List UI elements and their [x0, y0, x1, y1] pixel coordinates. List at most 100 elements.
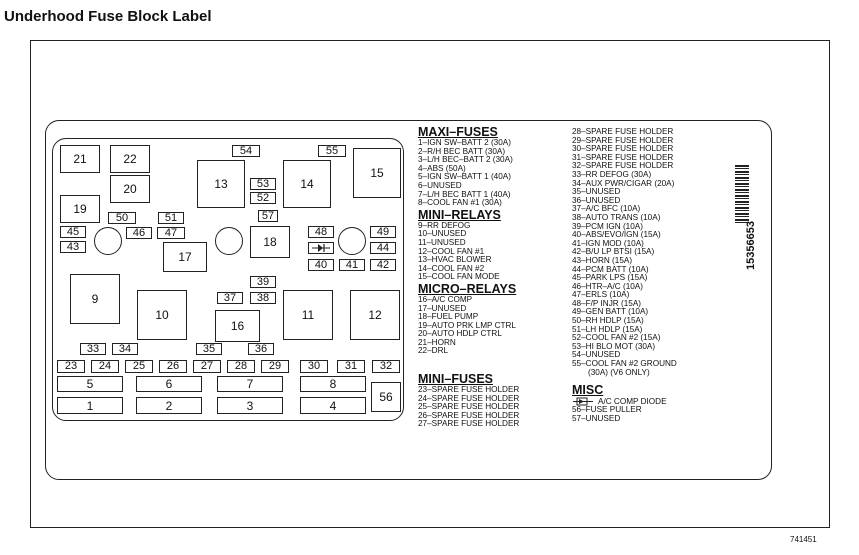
relay-12: 12: [350, 290, 400, 340]
fuse-27: 27: [193, 360, 221, 373]
fuse-39: 39: [250, 276, 276, 288]
fuse-label-panel: [45, 120, 772, 480]
fuse-26: 26: [159, 360, 187, 373]
relay-22: 22: [110, 145, 150, 173]
relay-20: 20: [110, 175, 150, 203]
fuse-37: 37: [217, 292, 243, 304]
relay-21: 21: [60, 145, 100, 173]
legend-item: 34–AUX PWR/CIGAR (20A): [572, 178, 675, 188]
legend-item: 12–COOL FAN #1: [418, 246, 485, 256]
fuse-53: 53: [250, 178, 276, 190]
maxi-fuse-2: 2: [136, 397, 202, 414]
relay-10: 10: [137, 290, 187, 340]
legend-item: 27–SPARE FUSE HOLDER: [418, 419, 520, 429]
legend-item: 3–L/H BEC–BATT 2 (30A): [418, 155, 513, 165]
legend-item: 9–RR DEFOG: [418, 220, 471, 230]
legend-item: 15–COOL FAN MODE: [418, 272, 500, 282]
legend-item: 8–COOL FAN #1 (30A): [418, 198, 502, 208]
fuse-puller-56: 56: [371, 382, 401, 412]
relay-14: 14: [283, 160, 331, 208]
legend-item: 54–UNUSED: [572, 350, 621, 360]
fuse-42: 42: [370, 259, 396, 271]
legend-item: 52–COOL FAN #2 (15A): [572, 333, 661, 343]
legend-item: (30A) (V6 ONLY): [588, 367, 650, 377]
fuse-23: 23: [57, 360, 85, 373]
fuse-48: 48: [308, 226, 334, 238]
legend-item: 47–ERLS (10A): [572, 290, 630, 300]
relay-11: 11: [283, 290, 333, 340]
legend-item: 44–PCM BATT (10A): [572, 264, 649, 274]
legend-left: MAXI–FUSES 1–IGN SW–BATT 2 (30A) 2–R/H B…: [418, 125, 519, 429]
mini-fuses-heading: MINI–FUSES: [418, 372, 494, 387]
fuse-41: 41: [339, 259, 365, 271]
legend-item: 24–SPARE FUSE HOLDER: [418, 393, 520, 403]
legend-item: 18–FUEL PUMP: [418, 312, 479, 322]
legend-item: 48–F/P INJR (15A): [572, 298, 642, 308]
fuse-43: 43: [60, 241, 86, 253]
maxi-fuses-heading: MAXI–FUSES: [418, 125, 498, 139]
fuse-49: 49: [370, 226, 396, 238]
maxi-fuse-5: 5: [57, 376, 123, 392]
mini-relays-heading: MINI–RELAYS: [418, 207, 501, 222]
fuse-29: 29: [261, 360, 289, 373]
legend-item: 22–DRL: [418, 346, 449, 356]
legend-item: 2–R/H BEC BATT (30A): [418, 146, 506, 156]
relay-socket-center: [215, 227, 243, 255]
fuse-57: 57: [258, 210, 278, 222]
micro-relays-heading: MICRO–RELAYS: [418, 281, 517, 296]
legend-item: 5–IGN SW–BATT 1 (40A): [418, 172, 511, 182]
barcode: [735, 165, 749, 225]
legend-item: 13–HVAC BLOWER: [418, 255, 492, 265]
legend-item: 17–UNUSED: [418, 303, 467, 313]
maxi-fuse-3: 3: [217, 397, 283, 414]
maxi-fuse-7: 7: [217, 376, 283, 392]
fuse-45: 45: [60, 226, 86, 238]
misc-diode-row: A/C COMP DIODE: [572, 397, 677, 406]
maxi-fuse-1: 1: [57, 397, 123, 414]
fuse-33: 33: [80, 343, 106, 355]
legend-item: 10–UNUSED: [418, 229, 467, 239]
legend-item: 49–GEN BATT (10A): [572, 307, 649, 317]
fuse-36: 36: [248, 343, 274, 355]
legend-item: 6–UNUSED: [418, 180, 462, 190]
fuse-44: 44: [370, 242, 396, 254]
legend-item: 39–PCM IGN (10A): [572, 221, 643, 231]
fuse-24: 24: [91, 360, 119, 373]
legend-item: 37–A/C BFC (10A): [572, 204, 641, 214]
legend-item: 51–LH HDLP (15A): [572, 324, 643, 334]
legend-item: 1–IGN SW–BATT 2 (30A): [418, 138, 511, 147]
diode-slot: [308, 242, 334, 254]
fuse-25: 25: [125, 360, 153, 373]
misc-heading: MISC: [572, 383, 604, 398]
legend-item: 31–SPARE FUSE HOLDER: [572, 152, 674, 162]
legend-item: 50–RH HDLP (15A): [572, 316, 644, 326]
legend-item: 55–COOL FAN #2 GROUND: [572, 359, 677, 369]
legend-item: 20–AUTO HDLP CTRL: [418, 329, 502, 339]
legend-item: 29–SPARE FUSE HOLDER: [572, 135, 674, 145]
legend-item: 45–PARK LPS (15A): [572, 273, 648, 283]
legend-item: 41–IGN MOD (10A): [572, 238, 644, 248]
fuse-40: 40: [308, 259, 334, 271]
legend-item: 4–ABS (50A): [418, 163, 466, 173]
diagram-frame: [30, 40, 830, 528]
legend-item: 23–SPARE FUSE HOLDER: [418, 385, 520, 395]
legend-item: 16–A/C COMP: [418, 294, 473, 304]
legend-item: 26–SPARE FUSE HOLDER: [418, 410, 520, 420]
fuse-52: 52: [250, 192, 276, 204]
legend-item: 25–SPARE FUSE HOLDER: [418, 402, 520, 412]
relay-15: 15: [353, 148, 401, 198]
legend-item: 33–RR DEFOG (30A): [572, 169, 652, 179]
fuse-51: 51: [158, 212, 184, 224]
legend-item: 28–SPARE FUSE HOLDER: [572, 127, 674, 136]
relay-17: 17: [163, 242, 207, 272]
legend-item: 56–FUSE PULLER: [572, 405, 642, 415]
legend-item: 42–B/U LP BTSI (15A): [572, 247, 655, 257]
fuse-31: 31: [337, 360, 365, 373]
legend-item: 53–HI BLO MOT (30A): [572, 341, 656, 351]
legend-item: 32–SPARE FUSE HOLDER: [572, 161, 674, 171]
legend-item: 11–UNUSED: [418, 237, 466, 247]
legend-item: 38–AUTO TRANS (10A): [572, 212, 661, 222]
legend-item: 30–SPARE FUSE HOLDER: [572, 144, 674, 154]
diode-icon: [573, 397, 593, 406]
relay-19: 19: [60, 195, 100, 223]
